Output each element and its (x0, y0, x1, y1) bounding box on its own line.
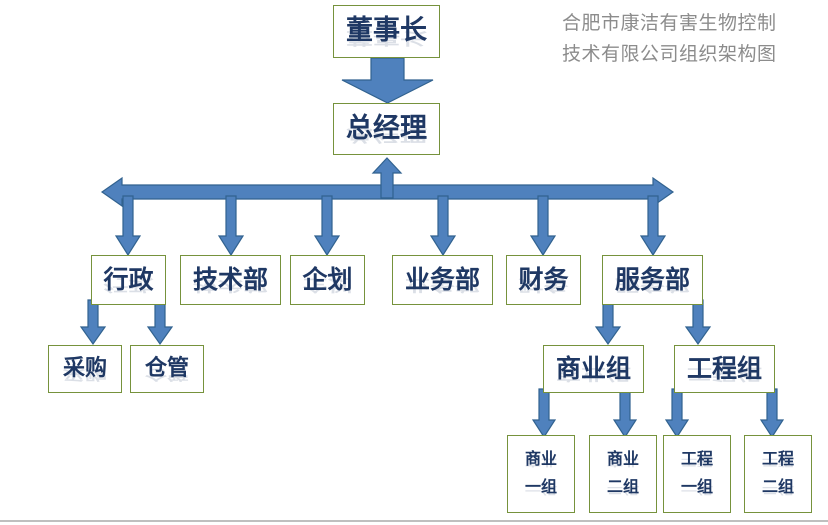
connector-bar-to-department-5 (529, 195, 557, 257)
chart-title-line-1: 合肥市康洁有害生物控制 (562, 12, 777, 34)
connector-commercial-group-to-subgroup-1 (531, 388, 557, 439)
node-department-business-label: 业务部 (405, 266, 480, 293)
bottom-divider (0, 520, 828, 522)
node-engineering-group-label: 工程组 (687, 355, 762, 382)
node-subgroup-engineering-1-line-2: 一组 (681, 479, 713, 495)
node-warehouse-label: 仓管 (145, 357, 189, 380)
connector-engineering-group-to-subgroup-2 (759, 388, 785, 439)
node-department-planning[interactable]: 企划 (290, 255, 365, 305)
node-subgroup-commercial-1[interactable]: 商业 一组 (507, 435, 575, 513)
node-department-technical[interactable]: 技术部 (180, 255, 281, 305)
connector-engineering-group-to-subgroup-1 (664, 388, 690, 439)
node-commercial-group-label: 商业组 (556, 355, 631, 382)
node-subgroup-engineering-2-line-1: 工程 (762, 451, 794, 467)
node-purchasing-label: 采购 (63, 357, 107, 380)
connector-bar-to-department-6 (639, 195, 667, 257)
node-chairman-label: 董事长 (346, 16, 427, 45)
connector-chairman-to-general-manager (340, 57, 435, 104)
node-subgroup-commercial-1-line-1: 商业 (525, 451, 557, 467)
node-warehouse[interactable]: 仓管 (130, 345, 204, 393)
node-purchasing[interactable]: 采购 (48, 345, 122, 393)
node-general-manager[interactable]: 总经理 (333, 103, 440, 155)
node-subgroup-commercial-2-line-1: 商业 (607, 451, 639, 467)
node-commercial-group[interactable]: 商业组 (543, 345, 644, 393)
node-department-administration[interactable]: 行政 (91, 255, 166, 305)
connector-commercial-group-to-subgroup-2 (612, 388, 638, 439)
connector-bar-to-department-4 (429, 195, 457, 257)
connector-administration-to-warehouse (146, 299, 174, 346)
node-department-planning-label: 企划 (302, 266, 352, 293)
node-department-business[interactable]: 业务部 (392, 255, 493, 305)
node-department-administration-label: 行政 (103, 266, 153, 293)
node-chairman[interactable]: 董事长 (333, 5, 440, 58)
connector-administration-to-purchasing (79, 299, 107, 346)
node-subgroup-commercial-1-line-2: 一组 (525, 479, 557, 495)
node-department-finance[interactable]: 财务 (506, 255, 581, 305)
connector-general-manager-to-bar (371, 157, 403, 199)
node-department-technical-label: 技术部 (193, 266, 268, 293)
node-general-manager-label: 总经理 (346, 114, 427, 143)
node-subgroup-commercial-2[interactable]: 商业 二组 (589, 435, 657, 513)
chart-title-line-2: 技术有限公司组织架构图 (562, 43, 777, 65)
node-department-service[interactable]: 服务部 (602, 255, 703, 305)
node-subgroup-commercial-2-line-2: 二组 (607, 479, 639, 495)
node-subgroup-engineering-2[interactable]: 工程 二组 (744, 435, 812, 513)
connector-bar-to-department-1 (114, 195, 142, 257)
node-subgroup-engineering-1-line-1: 工程 (681, 451, 713, 467)
connector-service-to-engineering-group (684, 299, 712, 346)
node-subgroup-engineering-2-line-2: 二组 (762, 479, 794, 495)
node-subgroup-engineering-1[interactable]: 工程 一组 (663, 435, 731, 513)
connector-bar-to-department-2 (217, 195, 245, 257)
node-department-finance-label: 财务 (518, 266, 568, 293)
connector-bar-to-department-3 (313, 195, 341, 257)
connector-service-to-commercial-group (594, 299, 622, 346)
node-department-service-label: 服务部 (615, 266, 690, 293)
node-engineering-group[interactable]: 工程组 (674, 345, 775, 393)
